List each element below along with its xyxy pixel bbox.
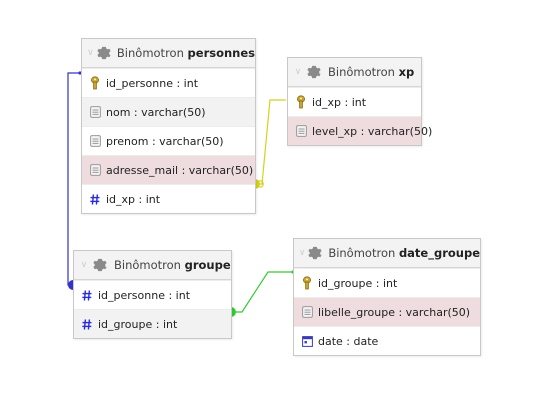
relation-anchor-xp <box>256 180 264 188</box>
column-label: id_personne : int <box>106 76 199 90</box>
field-icon <box>88 163 102 177</box>
table-row[interactable]: id_groupe : int <box>74 309 231 338</box>
column-label: id_groupe : int <box>318 276 398 290</box>
column-label: date : date <box>318 334 379 348</box>
field-icon <box>294 124 308 138</box>
gear-icon[interactable] <box>308 245 322 261</box>
chevron-down-icon[interactable]: ∨ <box>298 248 306 258</box>
table-row[interactable]: adresse_mail : varchar(50) <box>82 155 255 184</box>
table-row[interactable]: id_xp : int <box>288 87 421 116</box>
table-xp[interactable]: ∨ Binômotron xp id_xp : int level_xp : v… <box>287 57 432 146</box>
table-header[interactable]: ∨ Binômotron personnes <box>82 39 255 68</box>
table-row[interactable]: id_personne : int <box>74 280 231 309</box>
field-icon <box>300 305 314 319</box>
table-header[interactable]: ∨ Binômotron groupe <box>74 251 231 280</box>
key-icon <box>88 76 102 90</box>
column-label: libelle_groupe : varchar(50) <box>318 305 471 319</box>
column-label: level_xp : varchar(50) <box>312 124 433 138</box>
table-row[interactable]: level_xp : varchar(50) <box>288 116 432 145</box>
table-title: Binômotron date_groupe <box>328 246 480 260</box>
number-icon <box>80 288 94 302</box>
table-row[interactable]: id_personne : int <box>82 68 255 97</box>
field-icon <box>88 105 102 119</box>
gear-icon[interactable] <box>97 45 111 61</box>
column-label: adresse_mail : varchar(50) <box>106 163 254 177</box>
table-personnes[interactable]: ∨ Binômotron personnes id_personne : int… <box>81 38 256 214</box>
column-label: nom : varchar(50) <box>106 105 206 119</box>
table-row[interactable]: libelle_groupe : varchar(50) <box>294 297 480 326</box>
table-title: Binômotron groupe <box>114 258 231 272</box>
table-row[interactable]: nom : varchar(50) <box>82 97 255 126</box>
number-icon <box>80 317 94 331</box>
date-icon <box>300 334 314 348</box>
chevron-down-icon[interactable]: ∨ <box>87 48 94 58</box>
table-header[interactable]: ∨ Binômotron xp <box>288 58 421 87</box>
table-row[interactable]: prenom : varchar(50) <box>82 126 255 155</box>
key-icon <box>300 276 314 290</box>
chevron-down-icon[interactable]: ∨ <box>80 260 88 270</box>
gear-icon[interactable] <box>306 64 322 80</box>
table-row[interactable]: id_groupe : int <box>294 268 480 297</box>
column-label: id_xp : int <box>312 95 367 109</box>
table-row[interactable]: date : date <box>294 326 480 355</box>
number-icon <box>88 192 102 206</box>
column-label: id_personne : int <box>98 288 191 302</box>
field-icon <box>88 134 102 148</box>
column-label: id_xp : int <box>106 192 161 206</box>
key-icon <box>294 95 308 109</box>
relation-line-groupe-date-groupe <box>231 271 293 313</box>
column-label: id_groupe : int <box>98 317 178 331</box>
table-groupe[interactable]: ∨ Binômotron groupe id_personne : int id… <box>73 250 232 339</box>
table-row[interactable]: id_xp : int <box>82 184 255 213</box>
table-header[interactable]: ∨ Binômotron date_groupe <box>294 239 480 268</box>
table-date-groupe[interactable]: ∨ Binômotron date_groupe id_groupe : int… <box>293 238 481 356</box>
gear-icon[interactable] <box>92 257 108 273</box>
table-title: Binômotron personnes <box>116 46 255 60</box>
column-label: prenom : varchar(50) <box>106 134 224 148</box>
table-title: Binômotron xp <box>328 65 415 79</box>
relation-line-personnes-xp <box>255 99 286 185</box>
chevron-down-icon[interactable]: ∨ <box>294 67 302 77</box>
